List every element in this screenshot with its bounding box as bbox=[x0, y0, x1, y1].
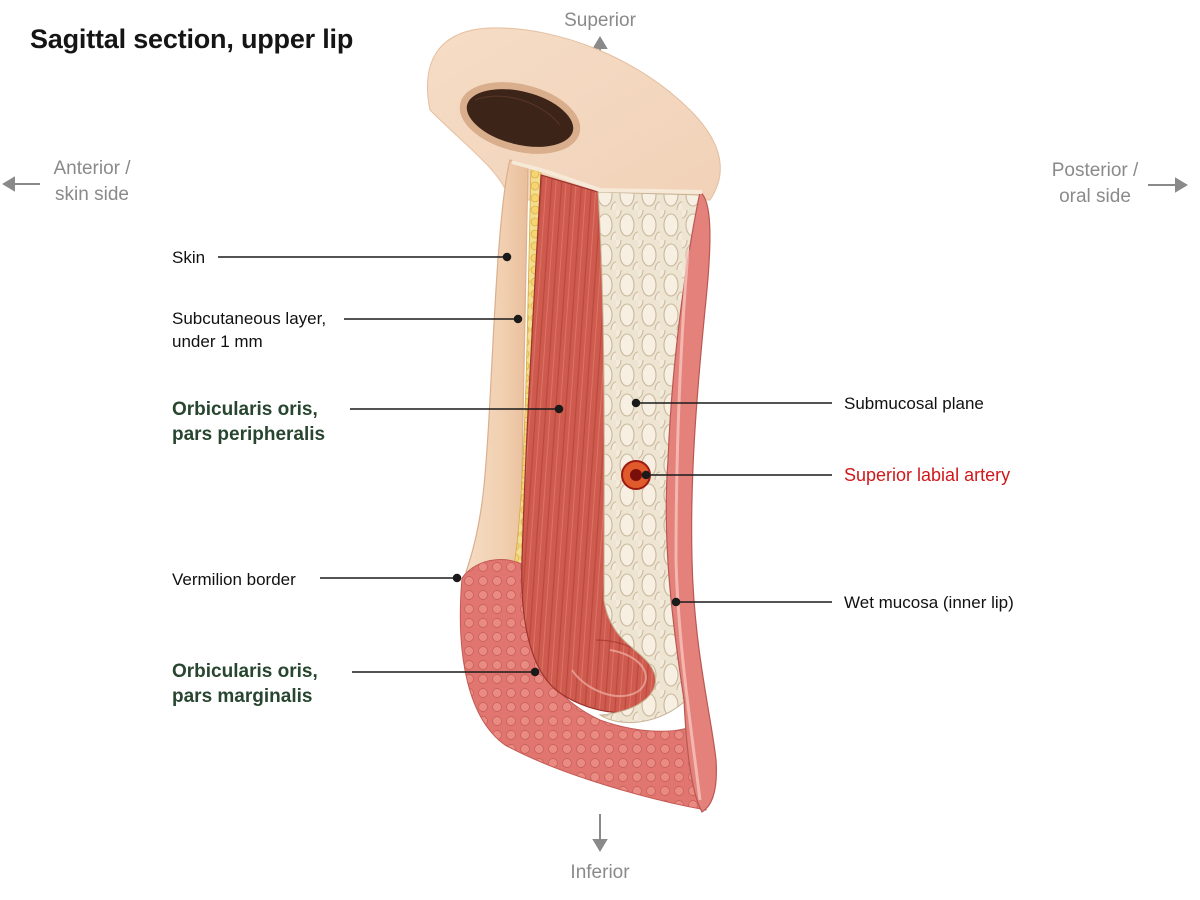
orientation-anterior-line2: skin side bbox=[55, 184, 129, 205]
label-subcutaneous: Subcutaneous layer, under 1 mm bbox=[172, 307, 326, 353]
label-orbicularis-peripheral: Orbicularis oris, pars peripheralis bbox=[172, 397, 325, 447]
mucosa-shape bbox=[665, 191, 717, 813]
orientation-posterior-line1: Posterior / bbox=[1051, 160, 1139, 181]
arrow-posterior-icon bbox=[1148, 177, 1188, 193]
label-oo-peripheral-line1: Orbicularis oris, bbox=[172, 399, 318, 420]
nostril-shape bbox=[459, 82, 581, 154]
superior-labial-artery-icon bbox=[621, 460, 651, 490]
orientation-anterior-line1: Anterior / bbox=[53, 158, 131, 179]
label-artery: Superior labial artery bbox=[844, 465, 1011, 485]
label-subcutaneous-line1: Subcutaneous layer, bbox=[172, 309, 327, 328]
skin-layer-shape bbox=[465, 159, 529, 573]
label-oo-peripheral-line2: pars peripheralis bbox=[172, 424, 326, 445]
orientation-posterior: Posterior / oral side bbox=[1040, 158, 1150, 210]
label-oo-marginal-line1: Orbicularis oris, bbox=[172, 661, 318, 682]
arrow-inferior-icon bbox=[592, 814, 608, 852]
label-submucosal: Submucosal plane bbox=[844, 394, 984, 413]
leader-lines bbox=[218, 252, 832, 677]
label-oo-marginal-line2: pars marginalis bbox=[172, 686, 313, 707]
arrow-anterior-icon bbox=[2, 176, 40, 192]
label-mucosa: Wet mucosa (inner lip) bbox=[844, 593, 1014, 612]
orientation-inferior: Inferior bbox=[570, 862, 630, 883]
label-subcutaneous-line2: under 1 mm bbox=[172, 332, 263, 351]
orientation-superior: Superior bbox=[564, 10, 636, 31]
label-vermilion: Vermilion border bbox=[172, 570, 296, 589]
orientation-posterior-line2: oral side bbox=[1059, 186, 1131, 207]
label-skin: Skin bbox=[172, 248, 206, 267]
label-orbicularis-marginal: Orbicularis oris, pars marginalis bbox=[172, 659, 318, 709]
page-title: Sagittal section, upper lip bbox=[30, 24, 354, 54]
orientation-anterior: Anterior / skin side bbox=[40, 156, 144, 208]
